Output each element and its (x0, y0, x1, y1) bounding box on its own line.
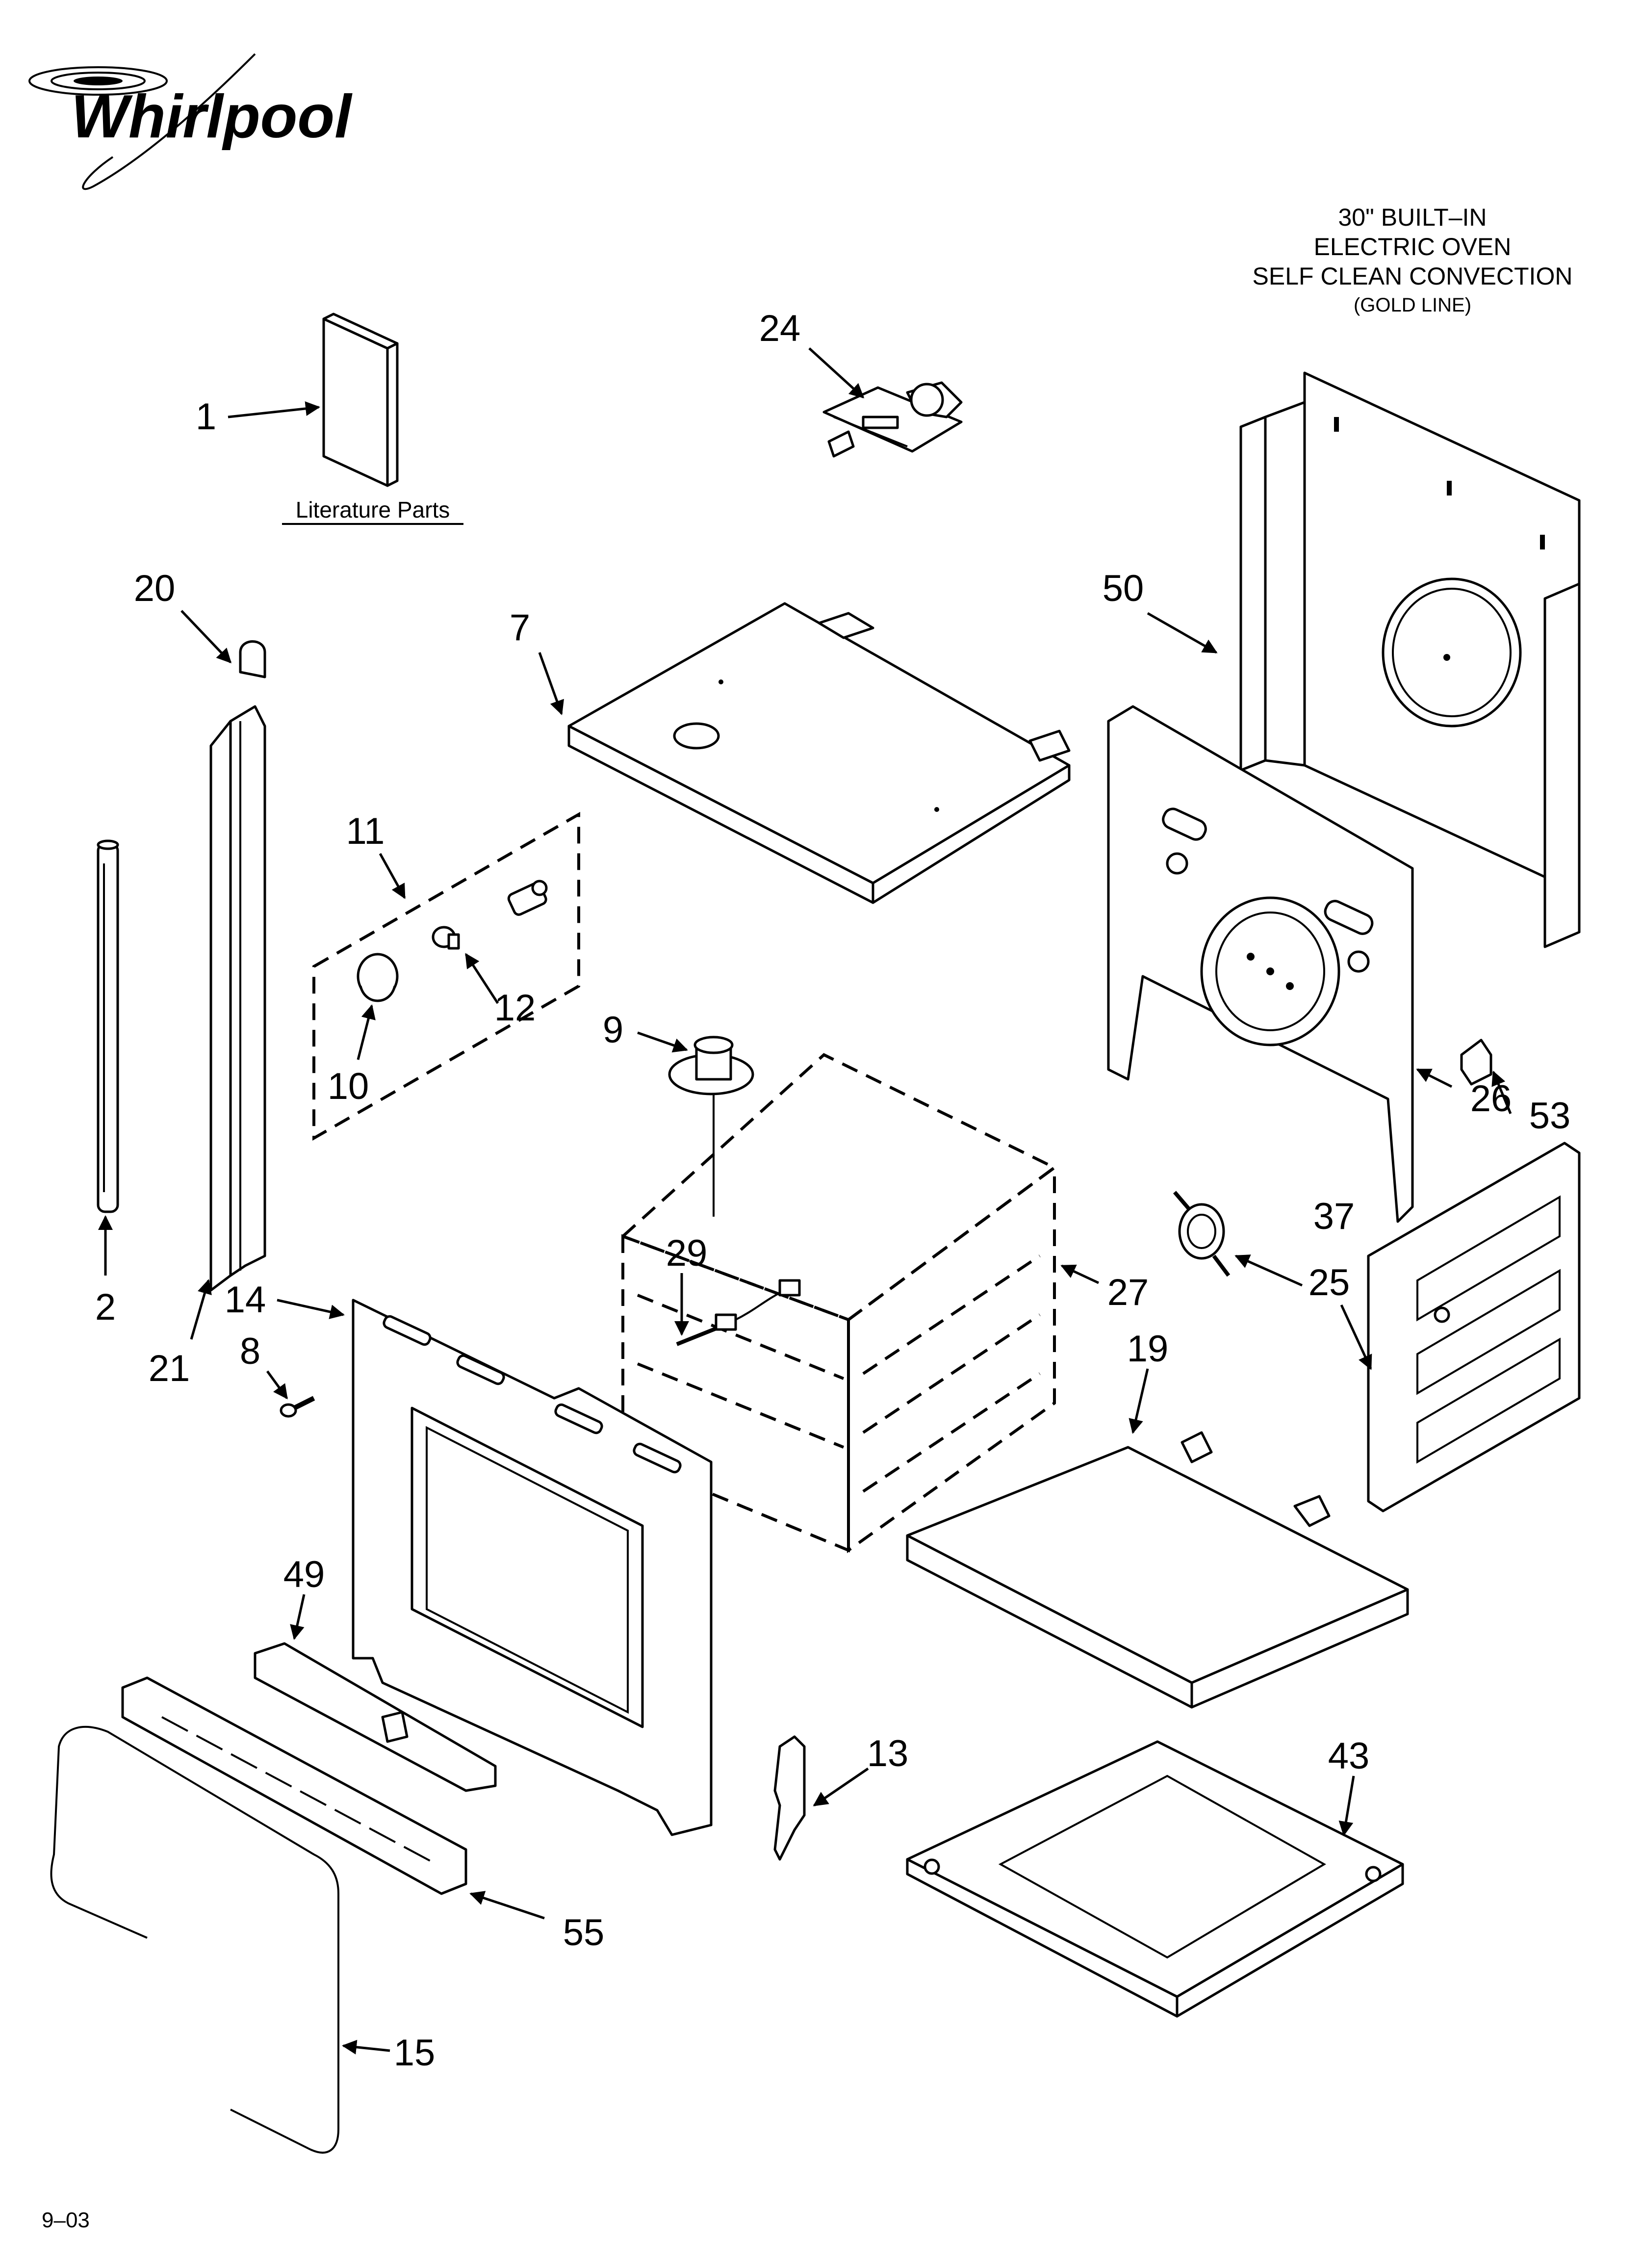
part-53-clip (1460, 1039, 1492, 1086)
model-title: 30" BUILT–IN ELECTRIC OVEN SELF CLEAN CO… (1253, 204, 1573, 316)
part-10-lamp-lens (357, 953, 399, 1002)
literature-parts-label: Literature Parts (296, 497, 450, 522)
brand-wordmark: Whirlpool (71, 83, 353, 151)
part-20-trim-cap (239, 640, 266, 678)
callout-49: 49 (283, 1554, 325, 1595)
callout-25: 25 (1308, 1262, 1350, 1303)
title-line-3: SELF CLEAN CONVECTION (1253, 262, 1573, 290)
part-37-thermal-switch (1173, 1191, 1231, 1277)
part-29-temp-sensor (676, 1279, 801, 1346)
part-19-bottom-panel (906, 1431, 1409, 1709)
title-line-1: 30" BUILT–IN (1338, 204, 1487, 231)
callout-43: 43 (1328, 1735, 1370, 1777)
callout-2: 2 (95, 1286, 116, 1328)
callout-19: 19 (1127, 1328, 1169, 1370)
footer-code: 9–03 (42, 2208, 90, 2232)
title-line-4: (GOLD LINE) (1354, 294, 1471, 316)
part-21-side-trim (209, 705, 266, 1292)
part-15-door-gasket (50, 1726, 339, 2154)
callout-24: 24 (759, 308, 801, 349)
callout-55: 55 (563, 1912, 605, 1954)
callout-12: 12 (494, 987, 536, 1029)
callout-11: 11 (346, 810, 385, 852)
part-55-vent (121, 1676, 467, 1895)
part-2-tube-trim (97, 839, 119, 1213)
part-25-side-panel (1367, 1142, 1581, 1512)
callout-numbers: 1 24 50 20 7 11 12 10 9 2 21 14 8 29 27 … (95, 308, 1570, 2074)
part-27-oven-cavity (620, 1053, 1057, 1553)
part-12-lamp-socket (432, 926, 460, 950)
part-8-screw (280, 1396, 315, 1418)
callout-7: 7 (510, 607, 530, 649)
part-26-back-panel (1107, 705, 1414, 1223)
part-43-bottom-tray (906, 1740, 1404, 2018)
part-13-bracket (773, 1735, 806, 1861)
part-9-convection-fan-motor (668, 1036, 754, 1217)
whirlpool-logo: Whirlpool (28, 53, 353, 190)
callout-14: 14 (225, 1279, 266, 1321)
callout-50: 50 (1103, 568, 1144, 609)
leader-lines (98, 347, 1512, 2055)
part-24-lock-assembly (822, 381, 963, 458)
callout-21: 21 (149, 1348, 190, 1389)
callout-15: 15 (394, 2032, 436, 2074)
part-49-vent-trim (254, 1642, 497, 1792)
title-line-2: ELECTRIC OVEN (1314, 233, 1512, 261)
part-11-group-outline (312, 811, 580, 1141)
part-1-literature (322, 313, 399, 487)
callout-13: 13 (867, 1733, 909, 1774)
callout-29: 29 (666, 1232, 708, 1274)
callout-10: 10 (328, 1066, 369, 1107)
callout-8: 8 (240, 1330, 260, 1372)
callout-9: 9 (603, 1009, 623, 1051)
callout-37: 37 (1313, 1196, 1355, 1237)
part-7-top-panel (567, 602, 1071, 904)
callout-27: 27 (1107, 1272, 1149, 1313)
callout-26: 26 (1470, 1078, 1512, 1120)
callout-53: 53 (1529, 1095, 1571, 1137)
part-50-rear-panel (1239, 371, 1581, 948)
part-14-front-frame (352, 1299, 713, 1836)
callout-20: 20 (134, 568, 176, 609)
part-11-switch (507, 880, 548, 916)
callout-1: 1 (196, 396, 216, 438)
